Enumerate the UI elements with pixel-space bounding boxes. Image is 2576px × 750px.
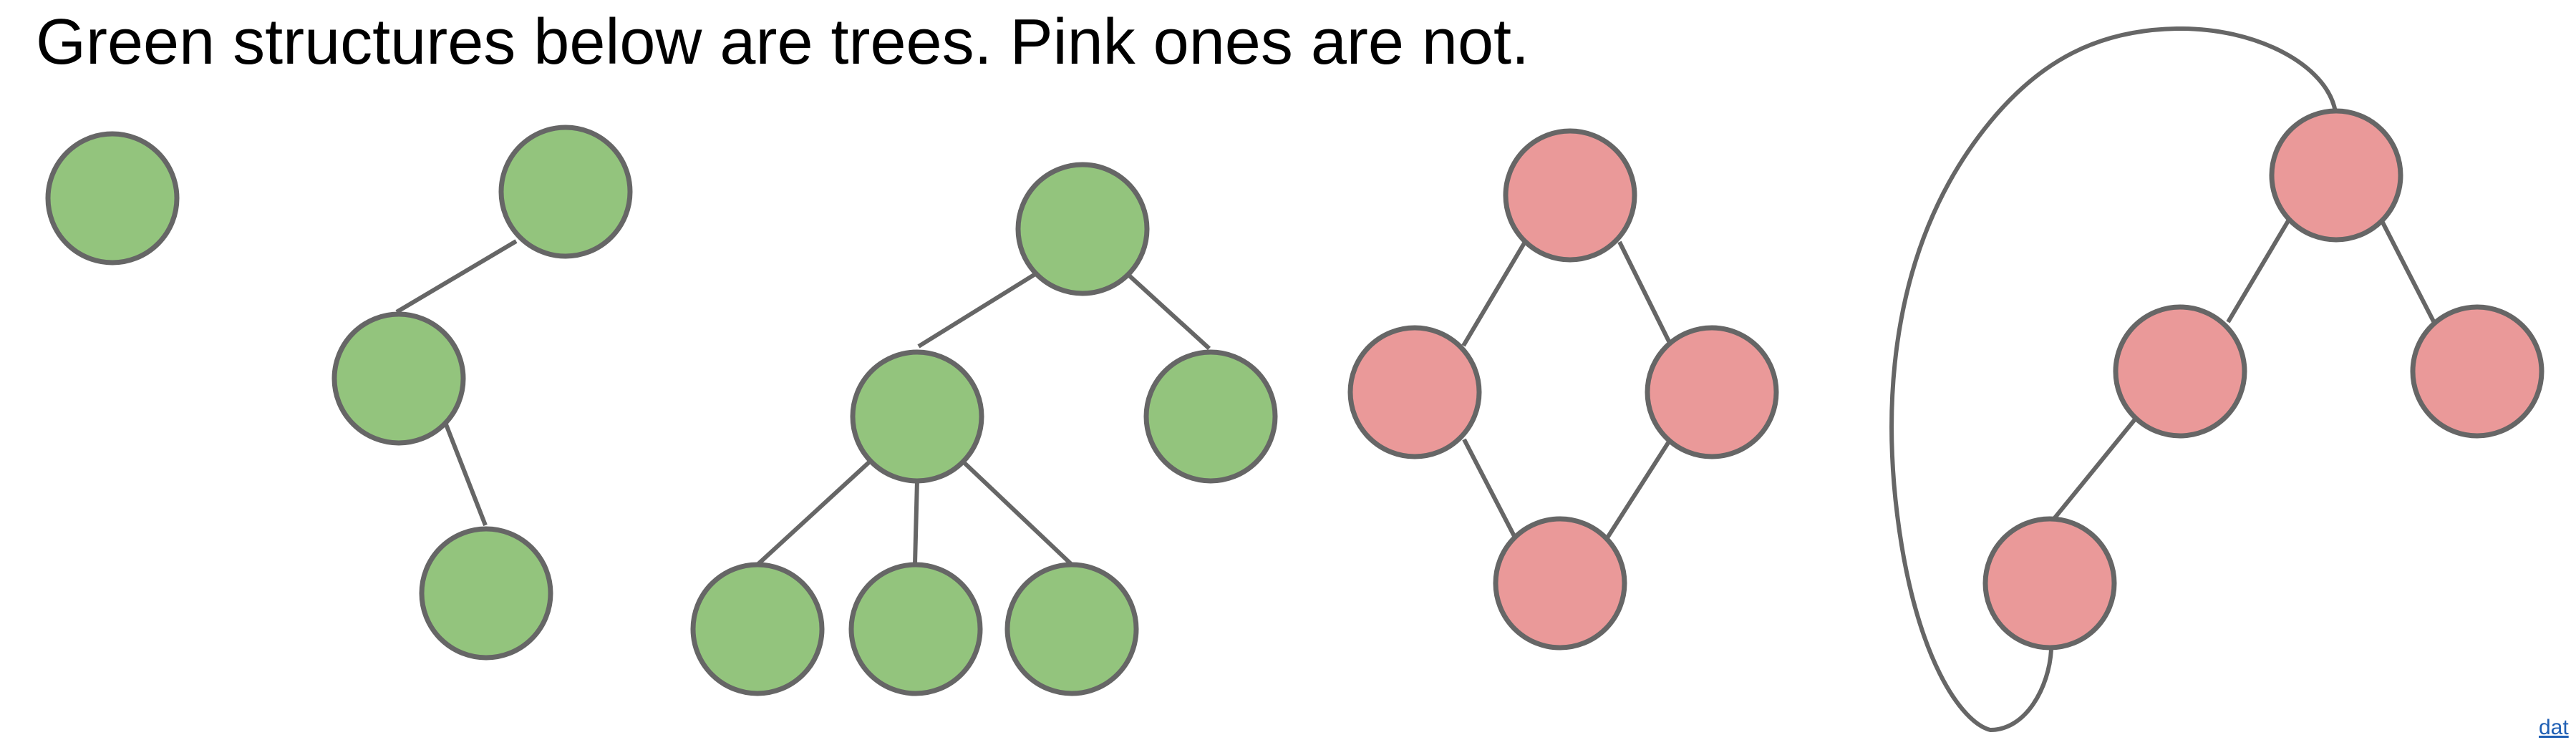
non-tree-node (1645, 325, 1779, 459)
tree-node (850, 349, 984, 484)
non-tree-structure-diamond (1347, 128, 1779, 651)
non-tree-edge (2226, 218, 2291, 323)
tree-edge (913, 479, 919, 565)
tree-edge (444, 423, 488, 527)
non-tree-node (2410, 304, 2544, 439)
non-tree-node (2113, 304, 2247, 439)
tree-node (45, 131, 180, 266)
non-tree-structure-loop (1889, 26, 2544, 733)
tree-node (1015, 162, 1150, 296)
tree-node (498, 125, 633, 259)
non-tree-edge (2045, 414, 2140, 529)
tree-node (1004, 562, 1139, 696)
non-tree-node (2269, 108, 2403, 243)
tree-structure-path (331, 125, 633, 661)
non-tree-node (1347, 325, 1482, 459)
tree-edge (395, 239, 518, 314)
tree-edge (755, 458, 873, 567)
tree-node (690, 562, 825, 696)
tree-edge (960, 459, 1074, 567)
tree-edge (917, 272, 1037, 349)
non-tree-edge (1604, 438, 1672, 540)
tree-structure-branching (690, 162, 1278, 696)
tree-node (848, 562, 983, 696)
non-tree-edge (2379, 218, 2436, 324)
non-tree-edge (1461, 240, 1527, 347)
tree-node (1143, 349, 1278, 484)
tree-node (419, 526, 553, 661)
non-tree-loop-edge (1889, 26, 2338, 733)
non-tree-node (1982, 516, 2117, 651)
non-tree-edge (1462, 438, 1518, 540)
non-tree-node (1503, 128, 1637, 263)
non-tree-node (1493, 516, 1627, 651)
tree-structure-single-node (45, 131, 180, 266)
corner-link[interactable]: dat (2539, 716, 2569, 739)
non-tree-edge (1617, 240, 1673, 347)
tree-node (331, 311, 466, 446)
tree-edge (1126, 273, 1211, 351)
page-title: Green structures below are trees. Pink o… (36, 6, 1530, 78)
